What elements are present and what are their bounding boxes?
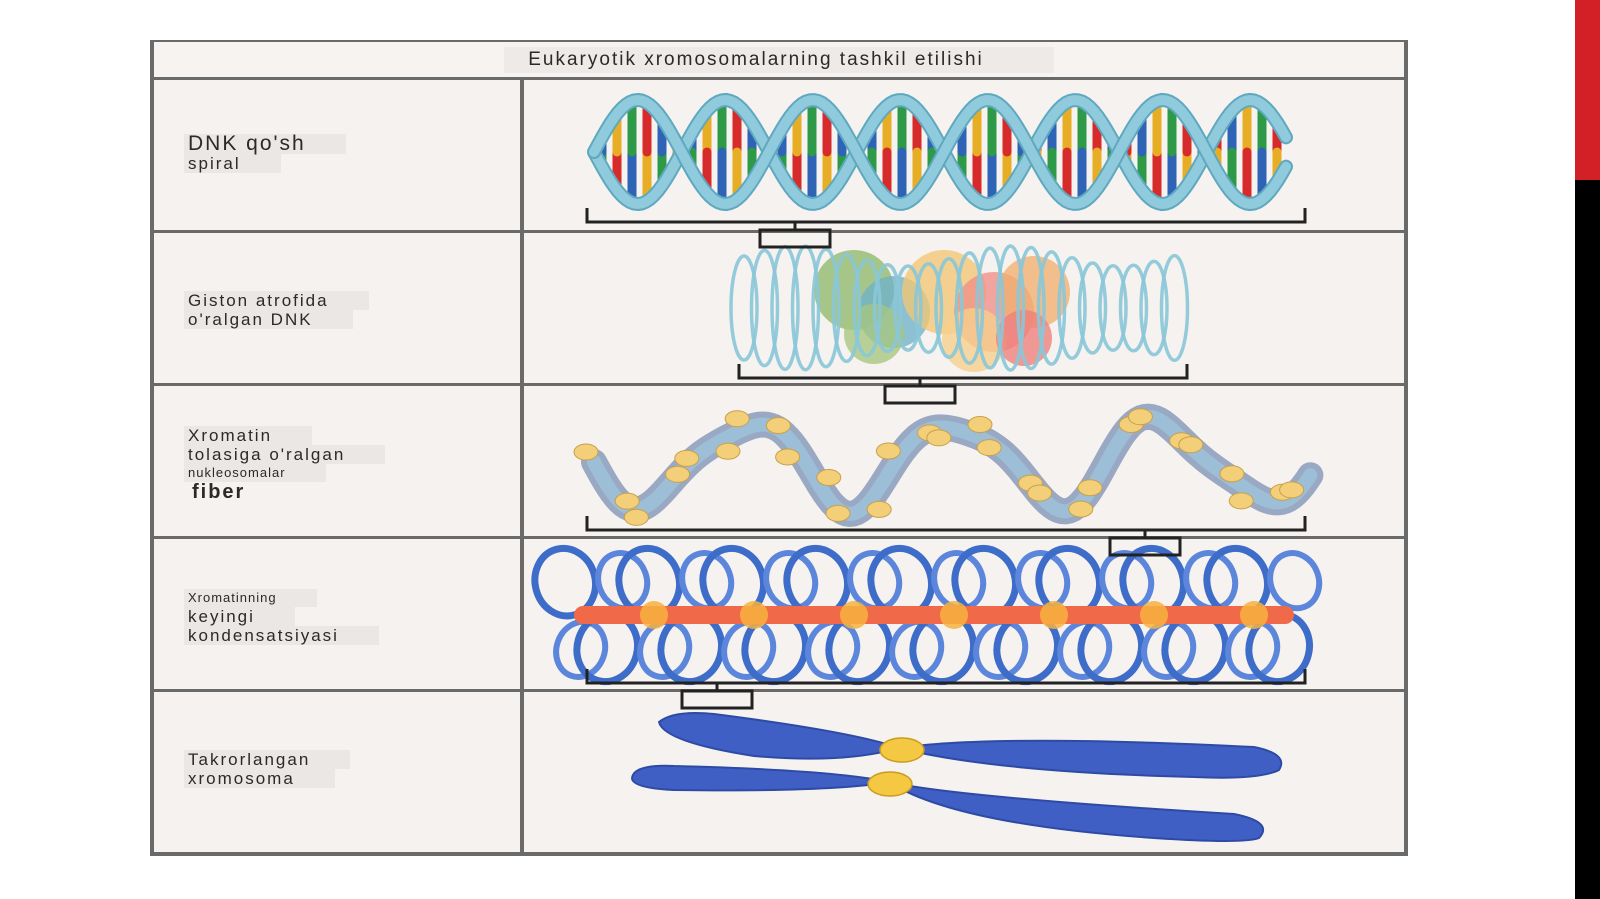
row-chromatin-fiber: Xromatin tolasiga o'ralgan nukleosomalar… xyxy=(154,386,1404,539)
row-label-line: o'ralgan DNK xyxy=(184,310,353,329)
label-cell: Takrorlangan xromosoma xyxy=(154,692,524,856)
row-label-line: nukleosomalar xyxy=(184,464,326,482)
label-cell: Giston atrofida o'ralgan DNK xyxy=(154,233,524,383)
row-label-line: xromosoma xyxy=(184,769,335,788)
chromosome-organization-table: Eukaryotik xromosomalarning tashkil etil… xyxy=(150,40,1408,856)
row-label-line: tolasiga o'ralgan xyxy=(184,445,386,464)
row-label-line: Takrorlangan xyxy=(184,750,351,769)
row-chromatin-condensation: Xromatinning keyingi kondensatsiyasi xyxy=(154,539,1404,692)
row-label-line: Xromatinning xyxy=(184,589,317,607)
row-label-line: Giston atrofida xyxy=(184,291,369,310)
row-label-line: kondensatsiyasi xyxy=(184,626,379,645)
row-label-line: Xromatin xyxy=(184,426,313,445)
slide-accent-bar-red xyxy=(1575,0,1600,180)
label-cell: Xromatin tolasiga o'ralgan nukleosomalar… xyxy=(154,386,524,536)
row-label-line: keyingi xyxy=(184,607,295,626)
table-title-row: Eukaryotik xromosomalarning tashkil etil… xyxy=(154,42,1404,80)
row-replicated-chromosome: Takrorlangan xromosoma xyxy=(154,692,1404,856)
row-label-line: fiber xyxy=(192,481,246,503)
row-label-line: spiral xyxy=(184,154,281,173)
label-cell: DNK qo'sh spiral xyxy=(154,80,524,230)
row-dna-double-helix: DNK qo'sh spiral xyxy=(154,80,1404,233)
row-label-line: DNK qo'sh xyxy=(184,133,346,154)
row-histone-wrapped-dna: Giston atrofida o'ralgan DNK xyxy=(154,233,1404,386)
label-cell: Xromatinning keyingi kondensatsiyasi xyxy=(154,539,524,689)
table-title: Eukaryotik xromosomalarning tashkil etil… xyxy=(504,46,1054,73)
